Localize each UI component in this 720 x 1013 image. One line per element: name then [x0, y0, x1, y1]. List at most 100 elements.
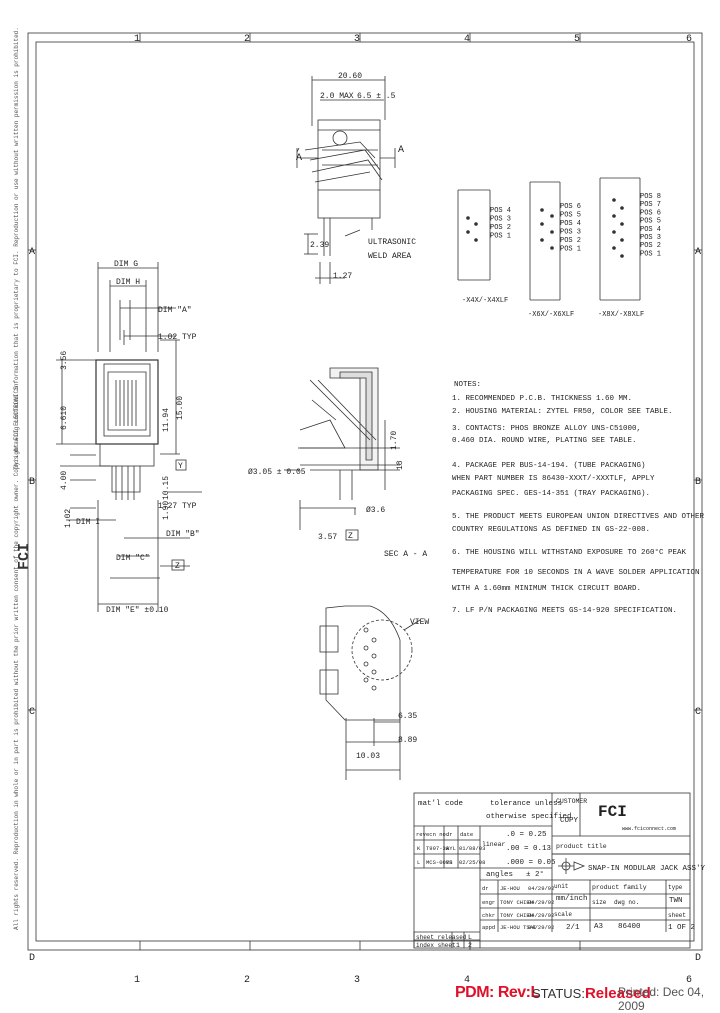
side-note-bottom: All rights reserved. Reproduction in who…: [13, 386, 20, 930]
side-logo: FCI: [16, 543, 33, 570]
otherwise-label: otherwise specified: [486, 813, 572, 821]
rev-k-ecn: T997-38: [426, 845, 449, 852]
pinout-2-position: POS 5: [640, 218, 661, 226]
note-line: 0.460 DIA. ROUND WIRE, PLATING SEE TABLE…: [452, 437, 637, 445]
matl-code: mat'l code: [418, 800, 463, 808]
size-label: size: [592, 899, 607, 906]
grid-col-2: 2: [244, 34, 250, 45]
notes-block: NOTES: 1. RECOMMENDED P.C.B. THICKNESS 1.…: [452, 381, 705, 615]
rev-k-dr: AYL: [446, 845, 456, 852]
dim-h-label: DIM H: [116, 278, 140, 287]
product-title: SNAP-IN MODULAR JACK ASS'Y: [588, 865, 706, 873]
dim-356: 3.56: [60, 351, 69, 370]
bottom-635: 6.35: [398, 712, 417, 721]
sec-357: 3.57: [318, 533, 337, 542]
note-line: 2. HOUSING MATERIAL: ZYTEL FR50, COLOR S…: [452, 408, 673, 416]
sign-chkr-date: 04/29/92: [528, 912, 554, 919]
grid-col-4: 4: [464, 34, 470, 45]
angles-label: angles: [486, 871, 513, 879]
section-labels: 1.70 18 Ø3.05 ± 0.05 Ø3.6 3.57 Z SEC A -…: [248, 431, 427, 559]
typ-127-label: 1.27 TYP: [158, 502, 197, 511]
tolerance-label: tolerance unless: [490, 800, 562, 808]
section-marker-left: A: [296, 153, 302, 164]
note-line: PACKAGING SPEC. GES-14-351 (TRAY PACKAGI…: [452, 490, 650, 498]
side-overall-dim: 20.60: [338, 72, 362, 81]
angles-value: ± 2°: [526, 870, 544, 879]
grid-col-6-bottom: 6: [686, 975, 692, 984]
ref-y: Y: [178, 462, 183, 471]
dim-e-label: DIM "E" ±0.10: [106, 606, 169, 615]
sheet-value: 1 OF 2: [668, 924, 695, 932]
side-notes: This drawing contains information that i…: [13, 27, 33, 930]
unit-value: mm/inch: [556, 895, 588, 903]
pinout-2-position: POS 1: [640, 250, 661, 258]
rev-hdr-1: ecn no.: [426, 831, 449, 838]
ref-z: Z: [175, 562, 180, 571]
outer-border: [27, 32, 703, 951]
side-127-dim: 1.27: [333, 272, 352, 281]
dim-c-label: DIM "C": [116, 554, 150, 563]
sec-label: SEC A - A: [384, 550, 427, 559]
grid-row-a-right: A: [695, 247, 701, 258]
sec-170: 1.70: [390, 431, 399, 450]
weld-area-label: WELD AREA: [368, 252, 411, 261]
sign-chkr-role: chkr: [482, 912, 495, 919]
grid-top: [28, 33, 702, 950]
dwg-value: 86400: [618, 923, 641, 931]
inner-border: [35, 41, 695, 942]
grid-row-c-right: C: [695, 707, 701, 718]
technical-drawing: 1 2 3 4 5 6 1 2 3 4 6 A B C D A B C D Th…: [13, 27, 706, 986]
grid-col-1: 1: [134, 34, 140, 45]
bottom-view-labels: VIEW 6.35 8.89 10.03: [356, 618, 429, 761]
view-label: VIEW: [410, 618, 429, 627]
scale-value: 2/1: [566, 924, 580, 932]
status-text: STATUS:Released: [532, 985, 651, 1002]
pinout-1-label: -X6X/-X6XLF: [528, 311, 574, 319]
type-label: type: [668, 884, 683, 891]
rev-l-date: 02/25/08: [459, 859, 485, 866]
sign-engr-date: 04/29/92: [528, 899, 554, 906]
pinout-2-label: -X8X/-X8XLF: [598, 311, 644, 319]
tol-line-1: .0 = 0.25: [506, 831, 547, 839]
dim-6610: 6.610: [60, 406, 69, 430]
tol-line-2: .00 = 0.13: [506, 845, 552, 853]
customer-value: COPY: [560, 817, 579, 825]
dim-i-label: DIM I: [76, 518, 100, 527]
rev-l-ecn: MCS-0088: [426, 859, 452, 866]
bottom-1003: 10.03: [356, 752, 380, 761]
grid-col-1-bottom: 1: [134, 975, 140, 984]
side-max-dim: 2.0 MAX: [320, 92, 354, 101]
bottom-view: [319, 605, 421, 780]
grid-row-b: B: [29, 477, 35, 488]
pinout-2-position: POS 8: [640, 193, 661, 201]
customer-label: CUSTOMER: [556, 798, 587, 805]
sign-dr-date: 04/29/92: [528, 885, 554, 892]
status-label: STATUS:: [532, 986, 585, 1001]
fci-url: www.fciconnect.com: [622, 826, 676, 832]
product-title-label: product title: [556, 843, 607, 850]
grid-col-6: 6: [686, 34, 692, 45]
tol-line-3: .000 = 0.05: [506, 859, 556, 867]
dim-1015: 10.15: [162, 476, 171, 500]
grid-col-3-bottom: 3: [354, 975, 360, 984]
rev-hdr-2: dr: [446, 831, 453, 838]
sec-36: Ø3.6: [366, 506, 385, 515]
note-line: 1. RECOMMENDED P.C.B. THICKNESS 1.60 MM.: [452, 395, 632, 403]
rev-hdr-3: date: [460, 831, 473, 838]
front-view: [56, 262, 202, 612]
dim-400: 4.00: [60, 471, 69, 490]
notes-title: NOTES:: [454, 381, 481, 389]
grid-row-b-right: B: [695, 477, 701, 488]
index-sheet-label: index sheet: [416, 942, 456, 949]
pinout-2-position: POS 4: [640, 226, 661, 234]
sign-dr-role: dr: [482, 885, 489, 892]
grid-col-5: 5: [574, 34, 580, 45]
product-family-label: product family: [592, 884, 647, 891]
sign-engr-name: TONY CHIEN: [500, 899, 533, 906]
note-line: 6. THE HOUSING WILL WITHSTAND EXPOSURE T…: [452, 548, 687, 557]
sec-305: Ø3.05 ± 0.05: [248, 468, 306, 477]
grid-row-d-right: D: [695, 953, 701, 964]
pinout-2-position: POS 2: [640, 242, 661, 250]
scale-label: scale: [554, 911, 572, 918]
